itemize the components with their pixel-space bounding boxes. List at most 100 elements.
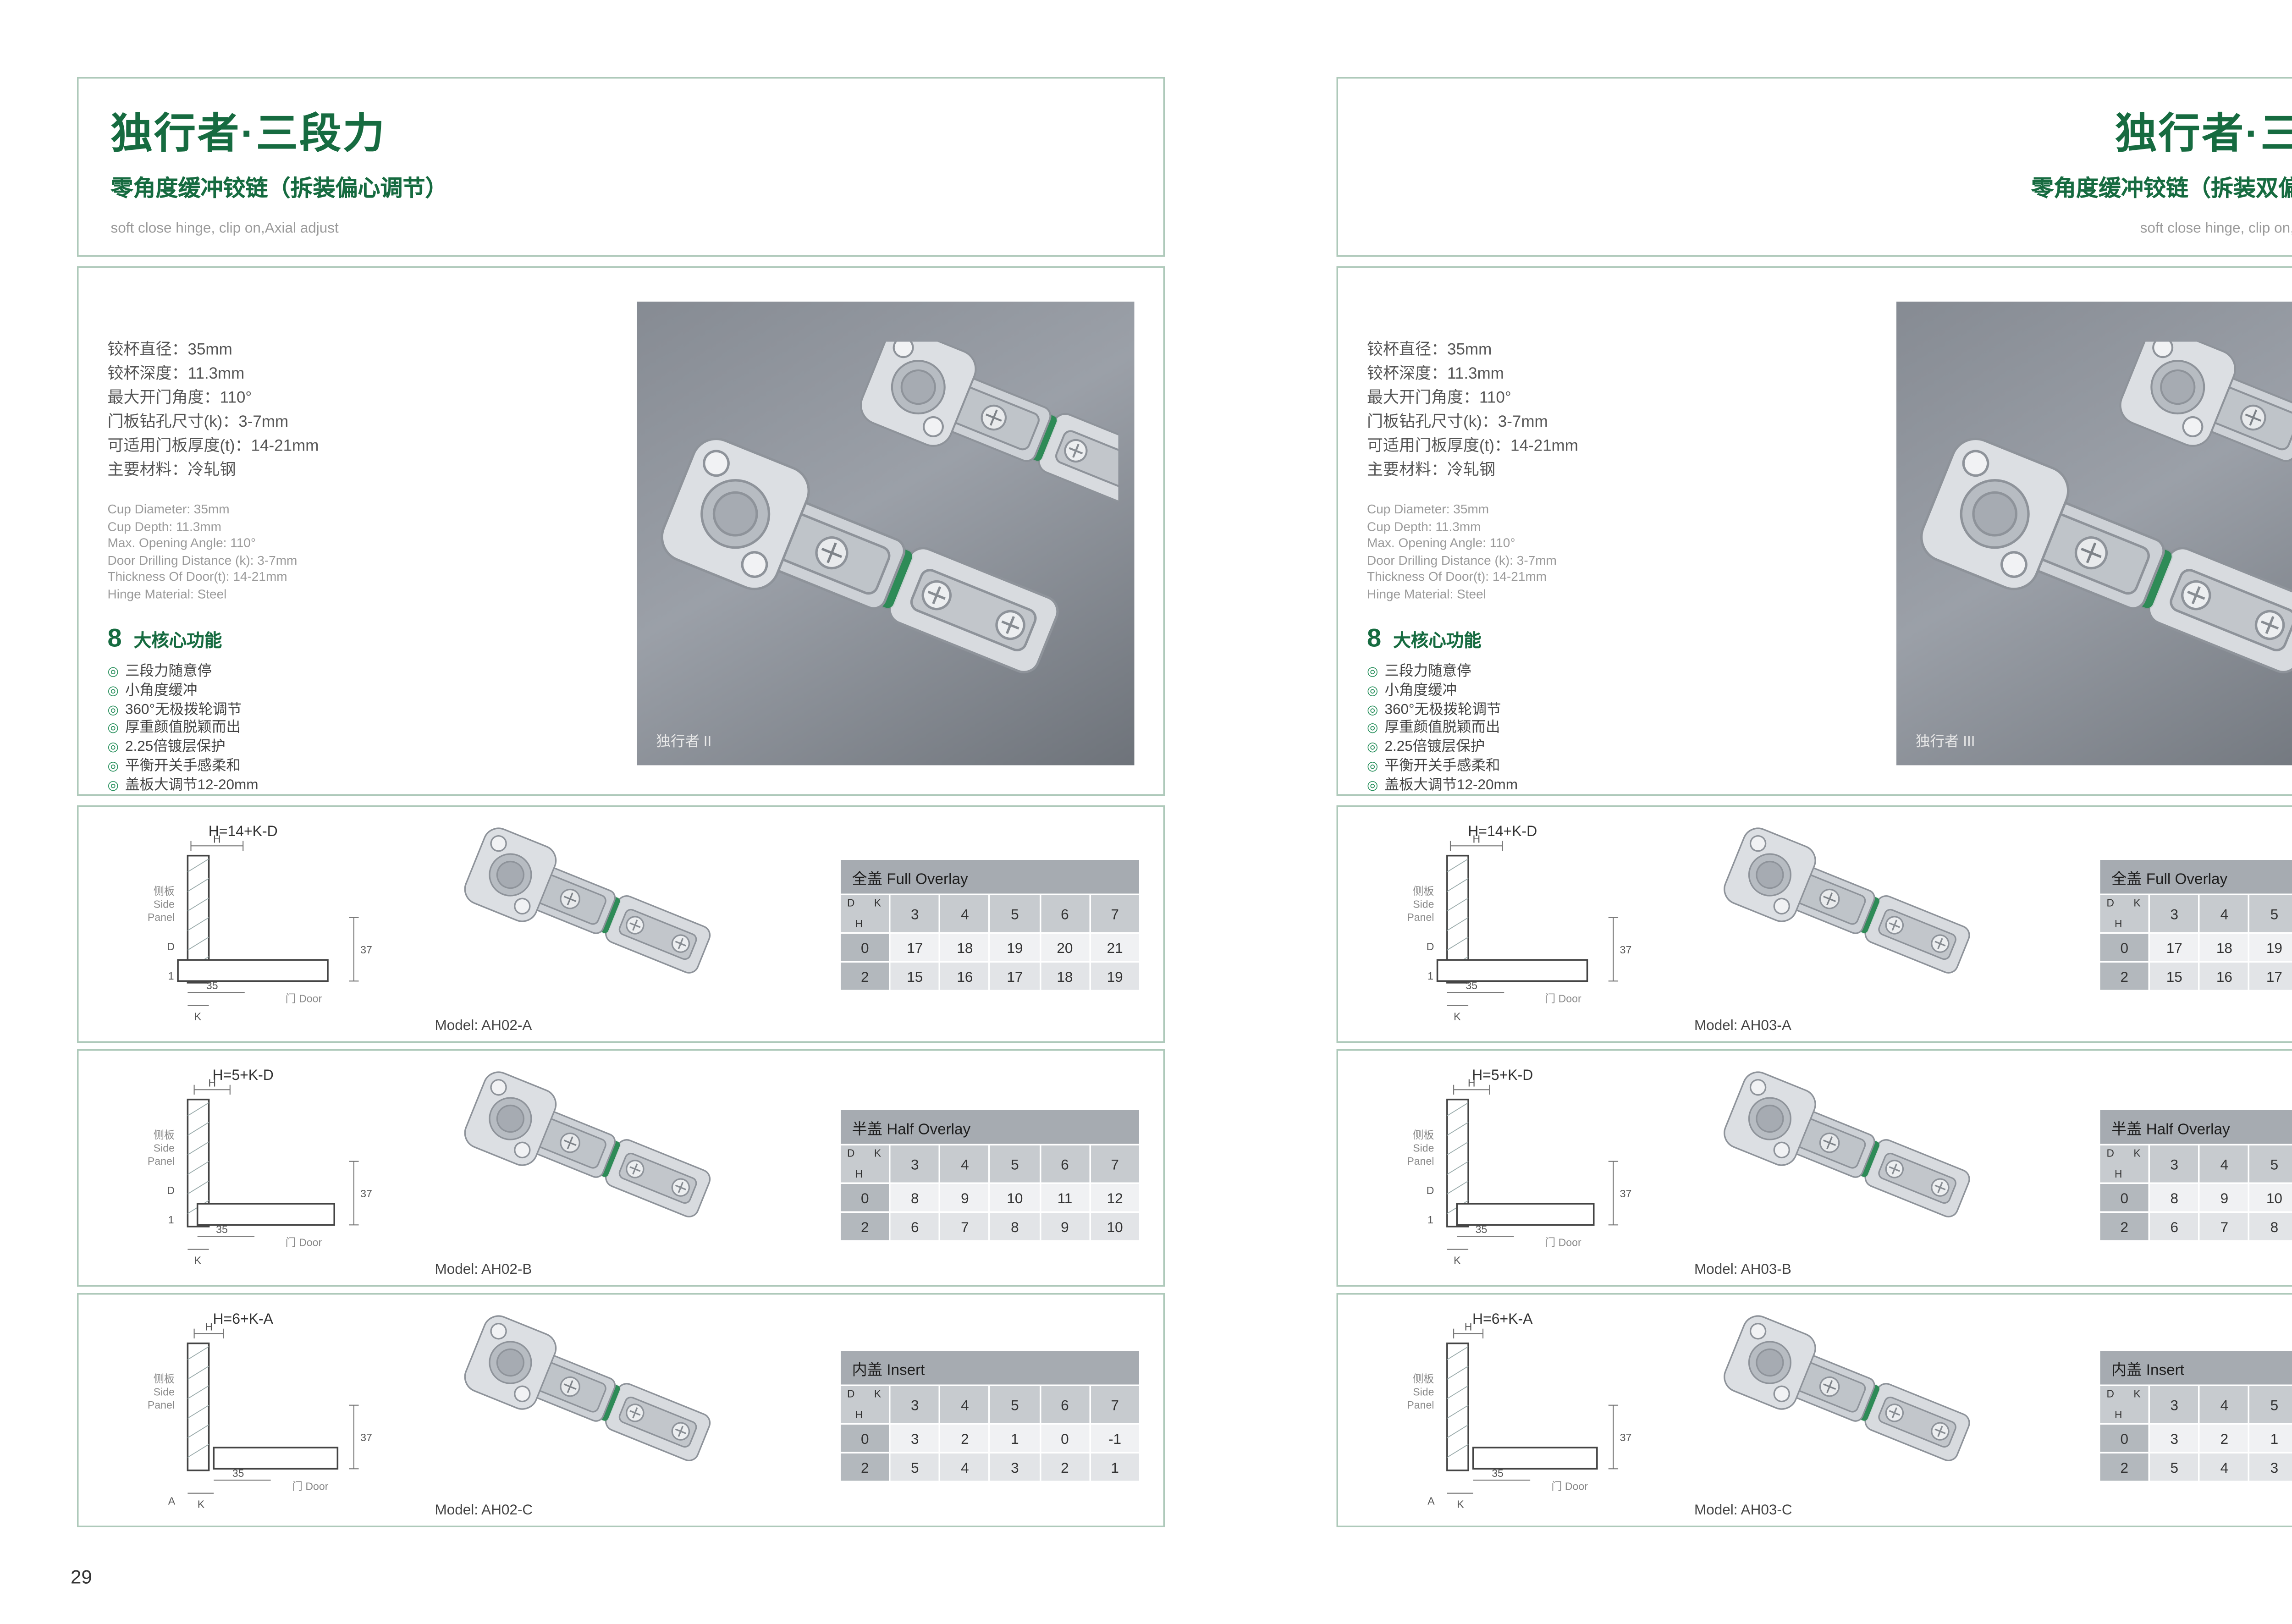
- side-panel-label-en2: Panel: [1407, 1399, 1434, 1411]
- h-formula-label: H=14+K-D: [1468, 823, 1537, 839]
- row-label: 0: [839, 1423, 891, 1453]
- h-dim-label: H: [1473, 833, 1481, 845]
- mounting-diagram: H=5+K-D H 侧板 Side Panel D 37 35 1: [148, 1067, 372, 1266]
- model-label: Model: AH03-C: [1694, 1502, 1792, 1518]
- row-label: 0: [839, 1182, 891, 1213]
- row-label: 2: [2098, 1452, 2150, 1482]
- value-cell: 6: [889, 1211, 941, 1242]
- row-label: 2: [839, 961, 891, 991]
- h-dim-label: H: [205, 1321, 213, 1332]
- row-label: 0: [2098, 1182, 2150, 1213]
- value-cell: 19: [1089, 961, 1141, 991]
- feature-list: ◎三段力随意停 ◎小角度缓冲 ◎360°无极拨轮调节 ◎厚重颜值脱颖而出 ◎2.…: [108, 663, 637, 795]
- k-header-cell: 3: [889, 893, 941, 934]
- feature-bullet-icon: ◎: [107, 759, 119, 773]
- value-cell: 7: [939, 1211, 991, 1242]
- k-header-cell: 4: [939, 1384, 991, 1425]
- page-right: 独行者·三段力 零角度缓冲铰链（拆装双偏心调节） soft close hing…: [1336, 77, 2292, 1527]
- value-cell: 5: [2149, 1452, 2200, 1482]
- feature-label: 2.25倍镀层保护: [125, 738, 226, 754]
- spec-line-en: Cup Diameter: 35mm: [107, 502, 230, 517]
- side-panel-label-cn: 侧板: [154, 885, 175, 897]
- corner-d: D: [847, 898, 855, 910]
- spec-line-en: Door Drilling Distance (k): 3-7mm: [1367, 552, 1557, 567]
- value-cell: 19: [989, 932, 1041, 963]
- feature-label: 厚重颜值脱颖而出: [125, 719, 241, 736]
- corner-d: D: [847, 1389, 855, 1401]
- k-header-cell: 6: [1039, 1144, 1091, 1184]
- model-label: Model: AH03-A: [1694, 1017, 1791, 1033]
- hinge-photo-art: [653, 342, 1118, 711]
- feature-label: 盖板大调节12-20mm: [125, 776, 259, 793]
- value-cell: 21: [1089, 932, 1141, 963]
- value-cell: 8: [2149, 1182, 2200, 1213]
- feature-item: ◎盖板大调节12-20mm: [1367, 776, 1896, 795]
- feature-label: 盖板大调节12-20mm: [1384, 776, 1518, 793]
- feature-bullet-icon: ◎: [1367, 721, 1378, 736]
- value-cell: 3: [889, 1423, 941, 1453]
- value-cell: 11: [1039, 1182, 1091, 1213]
- corner-d: D: [2106, 1149, 2114, 1160]
- value-cell: 16: [2198, 961, 2250, 991]
- value-cell: 2: [2198, 1423, 2250, 1453]
- table-title: 全盖 Full Overlay: [839, 858, 1141, 895]
- k-header-cell: 4: [2198, 893, 2250, 934]
- feature-label: 平衡开关手感柔和: [1384, 757, 1500, 773]
- side-panel-label-en2: Panel: [148, 1155, 175, 1167]
- value-cell: 20: [1039, 932, 1091, 963]
- d-dim-label: D: [167, 941, 175, 952]
- door-label: 门 Door: [286, 1237, 322, 1249]
- mounting-diagram: H=5+K-D H 侧板 Side Panel D 37 35 1: [1407, 1067, 1631, 1266]
- k-header-cell: 7: [1089, 893, 1141, 934]
- dim-37-label: 37: [1620, 944, 1632, 956]
- h-formula-label: H=5+K-D: [1472, 1067, 1533, 1083]
- spec-line-cn: 门板钻孔尺寸(k)：3-7mm: [107, 414, 289, 432]
- value-cell: 15: [889, 961, 941, 991]
- value-cell: 18: [1039, 961, 1091, 991]
- k-dim-label: K: [1454, 1011, 1461, 1023]
- spec-line-cn: 可适用门板厚度(t)：14-21mm: [1367, 438, 1578, 456]
- section-full-overlay: H=14+K-D H 侧板 Side Panel D 37 35 1: [77, 805, 1165, 1043]
- dim-35-label: 35: [206, 980, 218, 991]
- spec-line-cn: 铰杯直径：35mm: [1367, 341, 1492, 360]
- section-full-overlay: H=14+K-D H 侧板 Side Panel D 37 35 1: [1336, 805, 2292, 1043]
- side-panel-label-en2: Panel: [1407, 911, 1434, 923]
- feature-label: 360°无极拨轮调节: [1384, 700, 1501, 717]
- feature-item: ◎三段力随意停: [1367, 663, 1896, 682]
- model-label: Model: AH02-B: [435, 1261, 532, 1277]
- k-header-cell: 3: [889, 1384, 941, 1425]
- value-cell: 5: [889, 1452, 941, 1482]
- dim-37-label: 37: [1620, 1431, 1632, 1443]
- corner-k: K: [874, 1389, 882, 1401]
- table-title: 半盖 Half Overlay: [2099, 1108, 2292, 1145]
- side-panel-label-cn: 侧板: [154, 1373, 175, 1385]
- dim-1-label: 1: [1427, 1214, 1433, 1226]
- value-cell: 8: [2248, 1211, 2292, 1242]
- feature-item: ◎三段力随意停: [108, 663, 637, 682]
- feature-item: ◎360°无极拨轮调节: [108, 700, 637, 719]
- side-panel-label-en1: Side: [154, 898, 175, 910]
- features-count: 8: [1367, 626, 1382, 653]
- door-label: 门 Door: [292, 1481, 329, 1492]
- hinge-photo-small: [459, 1310, 719, 1478]
- table-corner-cell: D H K: [839, 893, 891, 934]
- k-header-cell: 5: [989, 893, 1041, 934]
- side-panel-label-cn: 侧板: [1413, 1129, 1434, 1141]
- model-label: Model: AH02-C: [435, 1502, 533, 1518]
- h-formula-label: H=6+K-A: [213, 1310, 273, 1327]
- section-insert: H=6+K-A H 侧板 Side Panel 37 35 K A: [1336, 1293, 2292, 1527]
- corner-h: H: [2115, 1169, 2122, 1181]
- feature-label: 2.25倍镀层保护: [1384, 738, 1485, 754]
- features-heading-text: 大核心功能: [133, 632, 222, 651]
- feature-bullet-icon: ◎: [107, 740, 119, 754]
- mounting-diagram: H=6+K-A H 侧板 Side Panel 37 35 K A: [1407, 1310, 1632, 1510]
- feature-item: ◎2.25倍镀层保护: [1367, 738, 1896, 757]
- h-formula-label: H=14+K-D: [209, 823, 278, 839]
- row-label: 2: [839, 1452, 891, 1482]
- feature-bullet-icon: ◎: [1367, 683, 1378, 698]
- value-cell: 0: [1039, 1423, 1091, 1453]
